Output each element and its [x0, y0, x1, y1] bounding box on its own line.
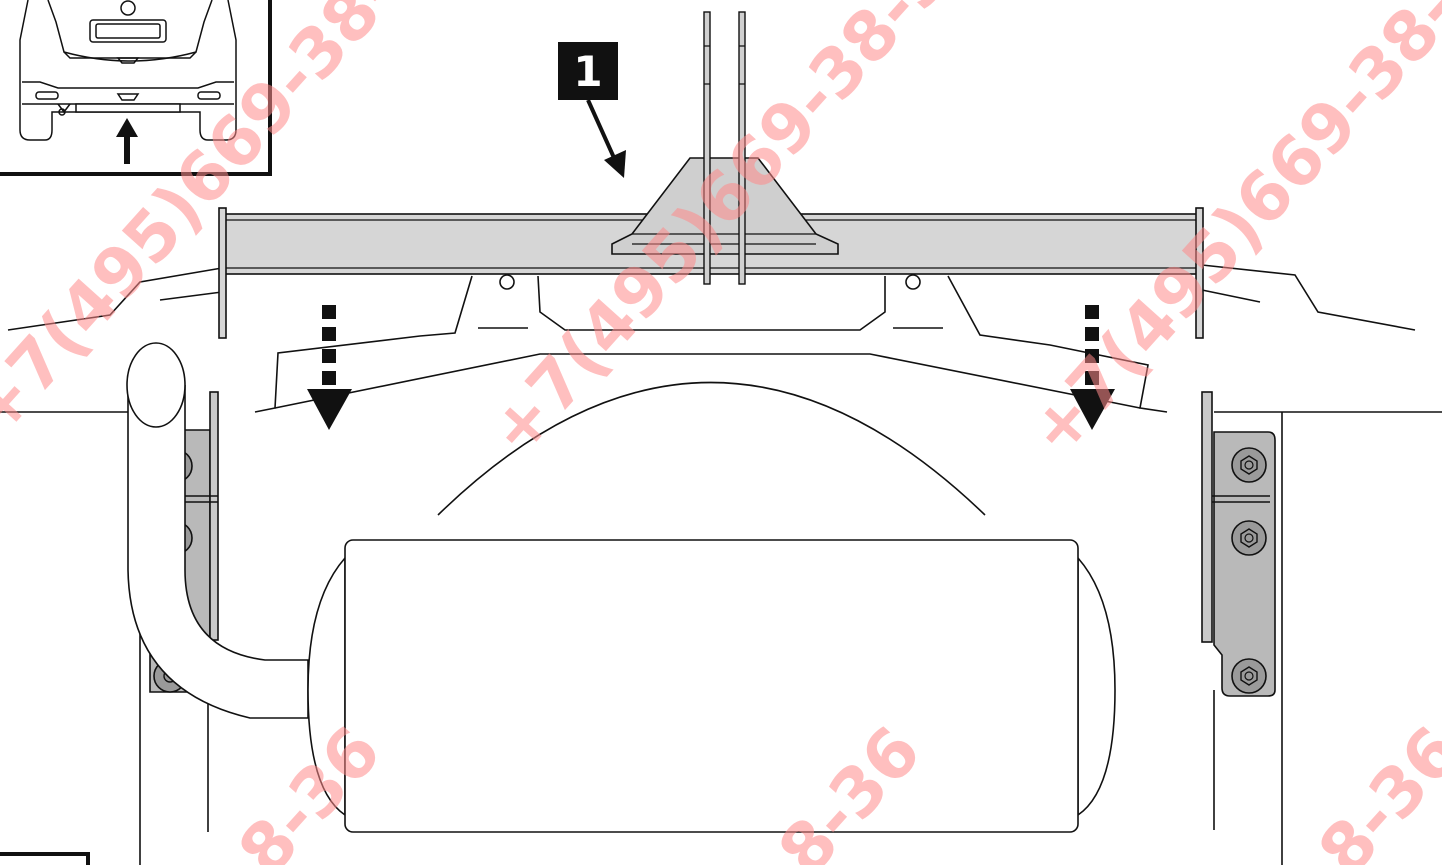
right-frame-bracket — [1201, 391, 1276, 697]
install-direction-arrow-left — [307, 305, 352, 430]
bolt-icon — [1231, 447, 1267, 483]
install-direction-arrow-right — [1070, 305, 1115, 430]
central-hitch-mount — [611, 11, 839, 285]
up-arrow-icon — [116, 118, 138, 164]
muffler — [307, 539, 1116, 833]
bolt-icon — [1231, 520, 1267, 556]
callout-1: 1 — [558, 42, 626, 178]
callout-number: 1 — [573, 47, 602, 96]
exhaust-pipe — [126, 342, 309, 719]
watermark-text: 8-36 — [1304, 712, 1442, 865]
inset-vehicle-rear-view — [0, 0, 272, 176]
vehicle-body-outline — [0, 264, 1442, 865]
bolt-icon — [1231, 658, 1267, 694]
inset-frame-fragment — [0, 852, 90, 865]
